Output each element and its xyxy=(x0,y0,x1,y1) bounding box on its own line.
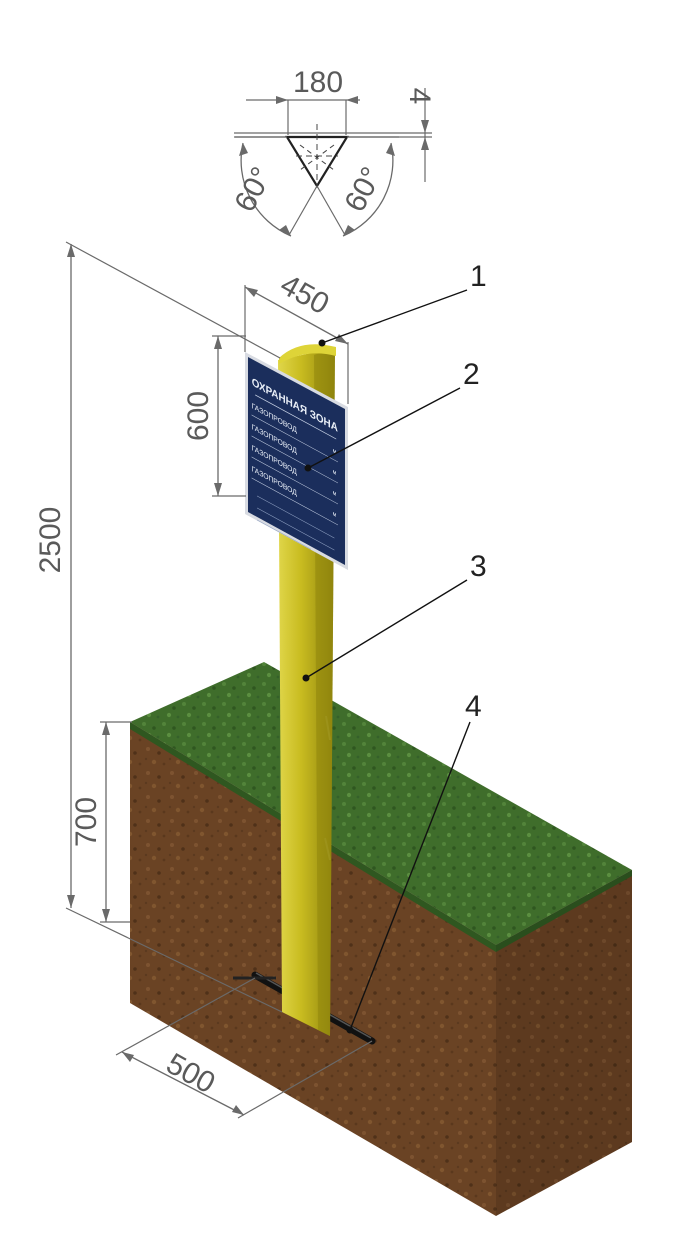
arrow-icon xyxy=(67,895,75,908)
warning-sign: ОХРАННАЯ ЗОНА ГАЗОПРОВОД м ГАЗОПРОВОД м … xyxy=(245,352,348,570)
arrow-icon xyxy=(102,722,110,735)
soil-block xyxy=(130,662,632,1216)
dim-label-sign-width: 450 xyxy=(275,268,335,321)
arrow-icon xyxy=(346,96,358,104)
dim-label-thickness: 4 xyxy=(403,88,436,105)
cross-section-detail: 180 4 60° 60° xyxy=(228,66,436,237)
dim-label-sign-height: 600 xyxy=(182,391,215,441)
callout-label-4: 4 xyxy=(465,690,482,723)
soil-side-face xyxy=(496,870,632,1216)
sign-unit: м xyxy=(333,511,337,519)
angle-arc-right xyxy=(342,142,394,237)
arrow-icon xyxy=(421,137,429,150)
arrow-icon xyxy=(122,1052,134,1062)
arrow-icon xyxy=(214,336,222,349)
callout-leader-3 xyxy=(305,579,468,679)
arrow-icon xyxy=(102,909,110,922)
arrow-icon xyxy=(343,225,355,236)
angle-arc-left xyxy=(240,142,292,237)
dim-label-burial-depth: 700 xyxy=(70,797,103,847)
dim-line-500 xyxy=(121,1051,245,1116)
grass-surface xyxy=(130,662,632,945)
callout-leader-4 xyxy=(349,721,471,1031)
sign-unit: м xyxy=(333,448,337,456)
dim-label-top-width: 180 xyxy=(293,66,343,99)
angle-label-right: 60° xyxy=(338,162,388,218)
callout-leader-2 xyxy=(307,387,461,469)
dim-line-450 xyxy=(244,286,349,345)
arrow-icon xyxy=(245,287,258,297)
arrow-icon xyxy=(421,120,429,133)
arrow-icon xyxy=(279,225,291,236)
sign-panel xyxy=(248,357,345,565)
arrow-icon xyxy=(239,143,248,156)
dim-label-base-width: 500 xyxy=(161,1047,221,1100)
callout-label-1: 1 xyxy=(470,260,487,293)
sign-unit: м xyxy=(333,490,337,498)
callout-label-2: 2 xyxy=(463,358,480,391)
callout-leader-1 xyxy=(321,289,468,344)
arrow-icon xyxy=(67,244,75,257)
arrow-icon xyxy=(214,483,222,496)
arrow-icon xyxy=(232,1105,244,1115)
arrow-icon xyxy=(276,96,288,104)
sign-unit: м xyxy=(333,469,337,477)
callouts: 1 2 3 4 xyxy=(302,260,487,1034)
dim-label-total-height: 2500 xyxy=(34,507,67,574)
arrow-icon xyxy=(386,143,395,156)
angle-label-left: 60° xyxy=(228,162,278,218)
callout-label-3: 3 xyxy=(470,550,487,583)
post-cap xyxy=(279,344,336,364)
